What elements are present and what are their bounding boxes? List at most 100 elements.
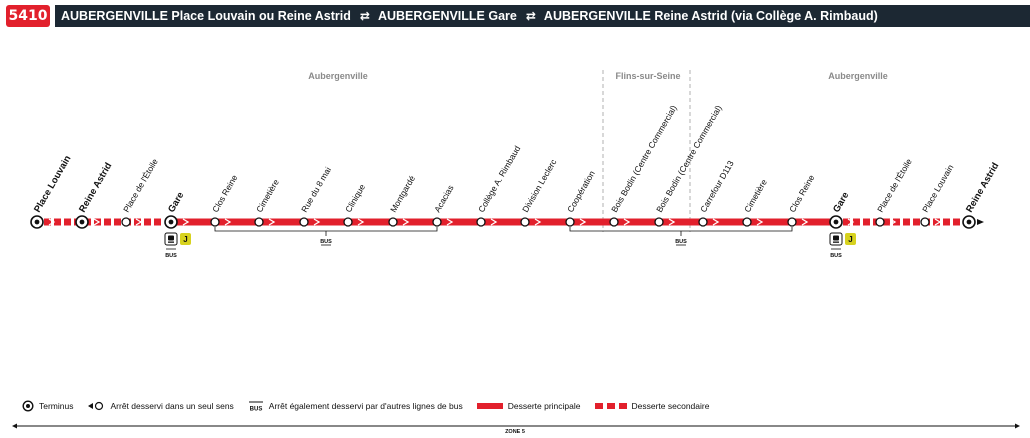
secondary-service-swatch (594, 403, 627, 409)
stop-icon (742, 217, 752, 227)
terminus-dot (966, 219, 972, 225)
station-label: Gare (831, 190, 851, 214)
secondary-service-dash (54, 218, 61, 226)
direction-arrow-icon (889, 218, 897, 226)
station-label: Coopération (565, 169, 597, 214)
legend: Terminus Arrêt desservi dans un seul sen… (22, 398, 723, 414)
legend-oneway-label: Arrêt desservi dans un seul sens (110, 401, 234, 411)
direction-arrow-icon (934, 218, 942, 226)
stop-icon (210, 217, 220, 227)
train-icon-body (168, 235, 174, 241)
secondary-service-dash (114, 218, 121, 226)
secondary-service-dash (44, 218, 51, 226)
legend-main: Desserte principale (476, 401, 581, 411)
stop-icon (476, 217, 486, 227)
legend-secondary-label: Desserte secondaire (631, 401, 710, 411)
stop-icon (121, 217, 131, 227)
train-icon-base (833, 241, 839, 243)
direction-arrow-icon (490, 218, 498, 226)
stop-icon (787, 217, 797, 227)
direction-arrow-icon (847, 218, 855, 226)
secondary-service-dash (94, 218, 101, 226)
rer-j-label: J (183, 235, 187, 244)
route-stop-a: AUBERGENVILLE Place Louvain ou Reine Ast… (61, 9, 351, 23)
direction-arrow-icon (224, 218, 232, 226)
station-label: Rue du 8 mai (299, 165, 333, 214)
stop-icon (698, 217, 708, 227)
line-end-arrow-icon (977, 219, 984, 225)
direction-arrow-icon (402, 218, 410, 226)
direction-arrow-icon (801, 218, 809, 226)
bidirectional-arrow-icon: ⇄ (525, 9, 536, 23)
direction-arrow-icon (357, 218, 365, 226)
direction-arrow-icon (268, 218, 276, 226)
stop-icon (520, 217, 530, 227)
stop-icon (343, 217, 353, 227)
one-way-stop-icon (88, 401, 104, 411)
stop-icon (920, 217, 930, 227)
station-label: Clinique (343, 182, 367, 214)
direction-arrow-icon (712, 218, 720, 226)
legend-terminus: Terminus (22, 400, 73, 412)
legend-terminus-label: Terminus (39, 401, 74, 411)
secondary-service-dash (843, 218, 850, 226)
terminus-dot (168, 219, 174, 225)
direction-arrow-icon (668, 218, 676, 226)
zone-bar-label: ZONE 5 (505, 429, 525, 435)
bus-bracket (214, 227, 438, 232)
legend-bus-tag: BUS (249, 407, 262, 413)
station-label: Reine Astrid (964, 161, 1001, 215)
secondary-service-dash (893, 218, 900, 226)
bus-bracket-tag: BUS (320, 239, 332, 245)
station-label: Gare (166, 190, 186, 214)
rer-j-label: J (848, 235, 852, 244)
stop-icon (432, 217, 442, 227)
legend-bus-label: Arrêt également desservi par d'autres li… (268, 401, 463, 411)
train-icon-base (168, 241, 174, 243)
secondary-service-dash (953, 218, 960, 226)
direction-arrow-icon (623, 218, 631, 226)
zone-bar-right-arrow-icon (1015, 423, 1020, 429)
stop-icon (299, 217, 309, 227)
secondary-service-dash (154, 218, 161, 226)
secondary-service-dash (883, 218, 890, 226)
secondary-service-dash (913, 218, 920, 226)
secondary-service-dash (853, 218, 860, 226)
terminus-icon (22, 400, 34, 412)
secondary-service-dash (903, 218, 910, 226)
secondary-service-dash (134, 218, 141, 226)
header: 5410 (6, 5, 55, 27)
station-label: Clos Reine (210, 173, 240, 214)
direction-arrow-icon (135, 218, 143, 226)
stop-icon (654, 217, 664, 227)
secondary-service-dash (64, 218, 71, 226)
route-stop-b: AUBERGENVILLE Gare (377, 9, 517, 23)
station-label: Place Louvain (920, 163, 955, 214)
direction-arrow-icon (756, 218, 764, 226)
direction-arrow-icon (48, 218, 56, 226)
station-label: Carrefour D113 (698, 159, 736, 214)
route-stop-c: AUBERGENVILLE Reine Astrid (via Collège … (543, 9, 878, 23)
direction-arrow-icon (446, 218, 454, 226)
terminus-dot (79, 219, 85, 225)
train-icon-body (833, 235, 839, 241)
zone-label: Aubergenville (828, 71, 888, 81)
secondary-service-dash (943, 218, 950, 226)
rer-j-badge (180, 233, 191, 245)
secondary-service-dash (863, 218, 870, 226)
stop-icon (609, 217, 619, 227)
station-label: Reine Astrid (77, 161, 114, 215)
bidirectional-arrow-icon: ⇄ (359, 9, 370, 23)
station-label: Collège A. Rimbaud (476, 144, 522, 214)
terminus-dot (34, 219, 40, 225)
station-label: Division Leclerc (520, 157, 559, 214)
bus-connection-tag: BUS (830, 253, 842, 259)
direction-arrow-icon (534, 218, 542, 226)
stop-icon (388, 217, 398, 227)
station-label: Acacias (432, 183, 456, 214)
legend-oneway: Arrêt desservi dans un seul sens (87, 400, 234, 412)
route-title-bar: AUBERGENVILLE Place Louvain ou Reine Ast… (55, 5, 1030, 27)
line-number-badge: 5410 (6, 5, 50, 27)
secondary-service-dash (104, 218, 111, 226)
